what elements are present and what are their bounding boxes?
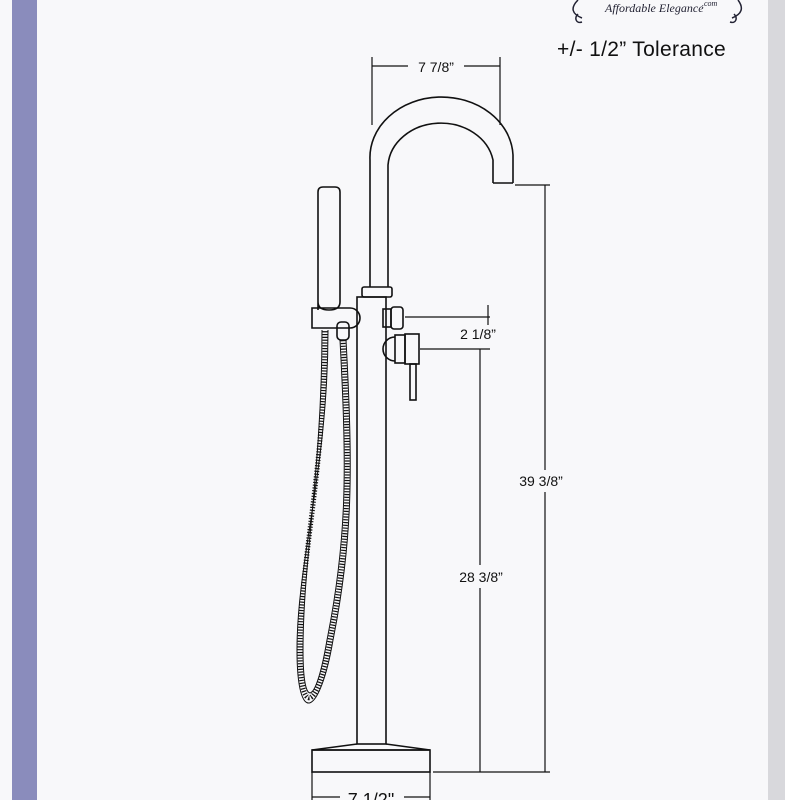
spout-reach-dimension (371, 57, 501, 125)
height-dimensions (405, 184, 550, 773)
gooseneck-spout (369, 96, 514, 287)
base-width-label: 7 1/2" (348, 790, 394, 800)
logo-brand-text: Affordable Elegance (605, 1, 704, 15)
faucet-body (311, 286, 431, 773)
right-border-strip (768, 0, 785, 800)
hand-shower (311, 186, 361, 341)
base-width-dimension (311, 772, 431, 800)
handle-height-label: 28 3/8” (459, 569, 503, 585)
hose-outline (296, 329, 351, 704)
mixer-handle (382, 333, 420, 401)
logo-swirls (572, 0, 743, 24)
right-margin (785, 0, 800, 800)
diverter-knob (382, 306, 404, 330)
left-accent-bar (12, 0, 37, 800)
shower-hose (297, 329, 350, 701)
tolerance-note: +/- 1/2” Tolerance (557, 38, 727, 61)
spout-reach-label: 7 7/8” (418, 59, 454, 75)
total-height-label: 39 3/8” (519, 473, 563, 489)
logo-com-text: .com (702, 0, 718, 8)
valve-spacing-label: 2 1/8” (460, 326, 496, 342)
